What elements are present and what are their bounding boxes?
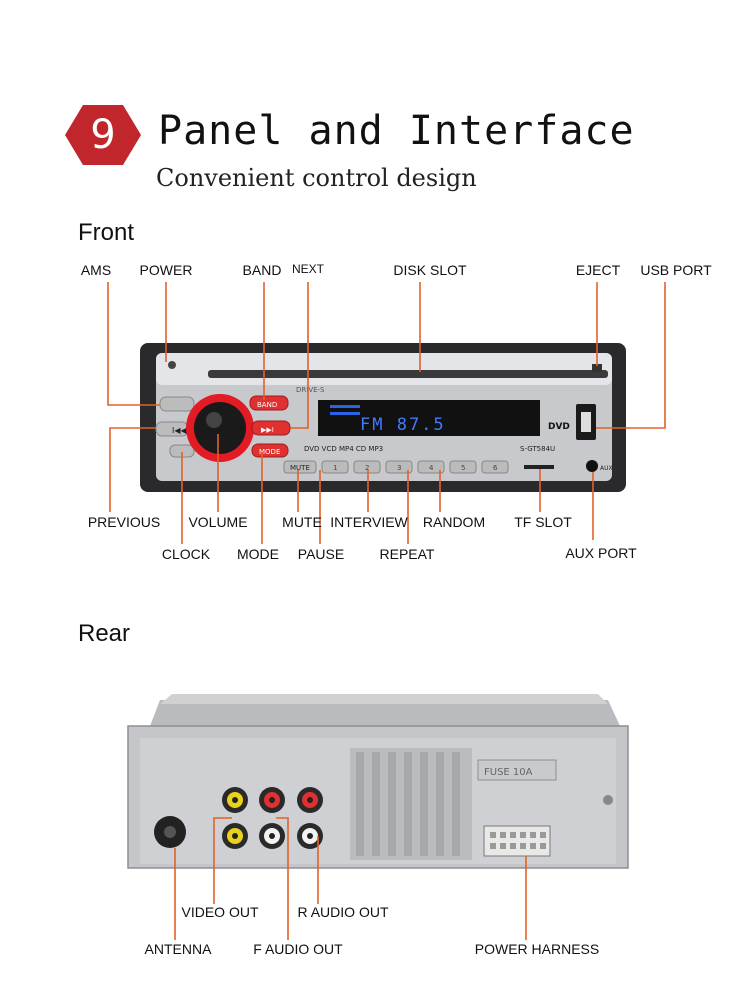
- label-interview: INTERVIEW: [330, 514, 408, 530]
- preset-button-6: [481, 460, 509, 474]
- label-eject: EJECT: [575, 262, 621, 278]
- page-subtitle: Convenient control design: [156, 164, 477, 192]
- preset-button-5: [449, 460, 477, 474]
- front-leader-lines: [107, 282, 666, 544]
- band-button: [249, 395, 289, 411]
- aux-jack-label: AUX: [600, 465, 613, 472]
- preset-1-label: 1: [333, 464, 337, 472]
- label-repeat: REPEAT: [379, 546, 435, 562]
- label-aux-port: AUX PORT: [565, 545, 637, 561]
- badge-hexagon: [65, 105, 141, 165]
- leader-next: [290, 282, 309, 429]
- front-section-title: Front: [78, 219, 135, 246]
- eject-button: [592, 364, 602, 372]
- label-mute: MUTE: [282, 514, 322, 530]
- label-mode: MODE: [237, 546, 279, 562]
- label-ams: AMS: [80, 262, 112, 278]
- preset-button-2: [353, 460, 381, 474]
- label-random: RANDOM: [422, 514, 486, 530]
- brand-text: DRIVE-S: [296, 386, 325, 394]
- preset-button-4: [417, 460, 445, 474]
- rear-leader-lines: [174, 817, 527, 940]
- label-usb-port: USB PORT: [640, 262, 712, 278]
- band-button-label: BAND: [257, 401, 277, 409]
- preset-2-label: 2: [365, 464, 369, 472]
- label-pause: PAUSE: [297, 546, 345, 562]
- label-f-audio-out: F AUDIO OUT: [253, 941, 343, 957]
- label-power: POWER: [139, 262, 193, 278]
- power-button: [168, 361, 176, 369]
- label-band: BAND: [242, 262, 282, 278]
- preset-button-3: [385, 460, 413, 474]
- leader-ams: [107, 282, 160, 406]
- rear-chassis: FUSE 10A: [127, 694, 629, 869]
- model-text: S-GT584U: [520, 445, 555, 453]
- preset-3-label: 3: [397, 464, 401, 472]
- mute-button-label: MUTE: [290, 464, 310, 472]
- label-video-out: VIDEO OUT: [181, 904, 259, 920]
- mute-button: [283, 460, 317, 474]
- disk-slot: [208, 370, 608, 378]
- preset-6-label: 6: [493, 464, 498, 472]
- aux-jack: [586, 460, 598, 472]
- rear-section-title: Rear: [78, 620, 131, 647]
- ams-button: [159, 396, 195, 412]
- label-clock: CLOCK: [161, 546, 211, 562]
- leader-previous: [109, 427, 156, 512]
- label-next: NEXT: [291, 262, 325, 276]
- label-r-audio-out: R AUDIO OUT: [297, 904, 389, 920]
- label-tf-slot: TF SLOT: [514, 514, 572, 530]
- prev-button-label: I◀◀: [172, 426, 188, 435]
- preset-button-1: [321, 460, 349, 474]
- label-disk-slot: DISK SLOT: [393, 262, 467, 278]
- leader-f-audio-out: [276, 817, 289, 940]
- label-volume: VOLUME: [188, 514, 248, 530]
- label-power-harness: POWER HARNESS: [474, 941, 600, 957]
- fuse-label: FUSE 10A: [484, 767, 533, 778]
- preset-4-label: 4: [429, 464, 434, 472]
- format-text: DVD VCD MP4 CD MP3: [304, 445, 383, 453]
- leader-video-out: [213, 817, 232, 904]
- volume-knob: [194, 402, 246, 454]
- front-panel: I◀◀ BAND ▶▶I MODE DRIVE-S FM 87.5 DVD VC…: [140, 343, 626, 492]
- preset-5-label: 5: [461, 464, 465, 472]
- next-button-label: ▶▶I: [261, 426, 274, 434]
- leader-usb: [596, 282, 666, 429]
- page-title: Panel and Interface: [158, 108, 635, 154]
- power-harness-connector: [483, 825, 551, 857]
- badge-number: 9: [90, 112, 116, 158]
- dvd-logo: DVD: [548, 422, 570, 432]
- mode-button-label: MODE: [259, 448, 280, 456]
- lcd-readout: FM 87.5: [360, 415, 446, 435]
- mode-button: [251, 443, 289, 458]
- label-previous: PREVIOUS: [87, 514, 161, 530]
- label-antenna: ANTENNA: [144, 941, 212, 957]
- tf-slot: [524, 465, 554, 469]
